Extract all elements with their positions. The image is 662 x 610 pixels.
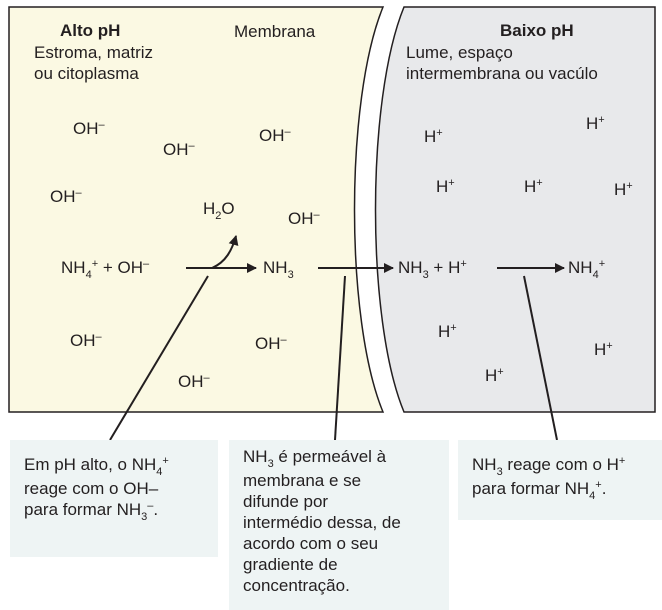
high-ph-subtitle-line1: Estroma, matriz xyxy=(34,43,154,62)
proton-ion: H+ xyxy=(438,322,457,341)
hydroxide-ion: OH– xyxy=(288,209,320,228)
callout-high-ph-line3: para formar NH3–. xyxy=(24,500,159,523)
proton-ion: H+ xyxy=(424,127,443,146)
callout-high-ph-line2: reage com o OH– xyxy=(24,479,159,498)
proton-ion: H+ xyxy=(594,340,613,359)
hydroxide-ion: OH– xyxy=(259,126,291,145)
callout-membrane-line1: NH3 é permeável à xyxy=(243,447,387,470)
proton-ion: H+ xyxy=(485,366,504,385)
membrane-label: Membrana xyxy=(234,22,316,41)
callout-membrane-line6: gradiente de xyxy=(243,555,338,574)
low-ph-subtitle-line1: Lume, espaço xyxy=(406,43,513,62)
callout-membrane-line4: intermédio dessa, de xyxy=(243,513,401,532)
high-ph-subtitle-line2: ou citoplasma xyxy=(34,64,139,83)
callout-membrane: NH3 é permeável à membrana e se difunde … xyxy=(229,440,449,610)
proton-ion: H+ xyxy=(586,114,605,133)
ammonia-plus-proton: NH3 + H+ xyxy=(398,258,467,281)
ammonium-plus-hydroxide: NH4+ + OH– xyxy=(61,258,150,281)
water-molecule: H2O xyxy=(203,199,235,222)
ammonia-left: NH3 xyxy=(263,258,294,281)
proton-ion: H+ xyxy=(436,177,455,196)
hydroxide-ion: OH– xyxy=(178,372,210,391)
hydroxide-ion: OH– xyxy=(255,334,287,353)
callout-low-ph-line1: NH3 reage com o H+ xyxy=(472,455,626,478)
hydroxide-ion: OH– xyxy=(73,119,105,138)
callout-membrane-line2: membrana e se xyxy=(243,471,362,490)
hydroxide-ion: OH– xyxy=(163,140,195,159)
hydroxide-ion: OH– xyxy=(70,331,102,350)
callout-line-left xyxy=(109,275,209,441)
ammonium-right: NH4+ xyxy=(568,258,606,281)
callout-line-middle xyxy=(334,275,346,441)
high-ph-region xyxy=(8,6,385,413)
callout-low-ph: NH3 reage com o H+ para formar NH4+. xyxy=(458,440,662,520)
callout-membrane-line3: difunde por xyxy=(243,492,329,511)
callout-low-ph-line2: para formar NH4+. xyxy=(472,479,607,502)
proton-ion: H+ xyxy=(524,177,543,196)
callout-line-right xyxy=(523,275,558,441)
proton-ion: H+ xyxy=(614,180,633,199)
hydroxide-ion: OH– xyxy=(50,187,82,206)
callout-high-ph-line1: Em pH alto, o NH4+ xyxy=(24,455,169,478)
callout-high-ph: Em pH alto, o NH4+ reage com o OH– para … xyxy=(10,440,218,557)
low-ph-title: Baixo pH xyxy=(500,21,574,40)
arrow-to-water xyxy=(211,235,239,269)
callout-membrane-line5: acordo com o seu xyxy=(243,534,379,553)
low-ph-region xyxy=(374,6,656,413)
callout-membrane-line7: concentração. xyxy=(243,576,350,595)
high-ph-title: Alto pH xyxy=(60,21,121,40)
low-ph-subtitle-line2: intermembrana ou vacúlo xyxy=(406,64,598,83)
